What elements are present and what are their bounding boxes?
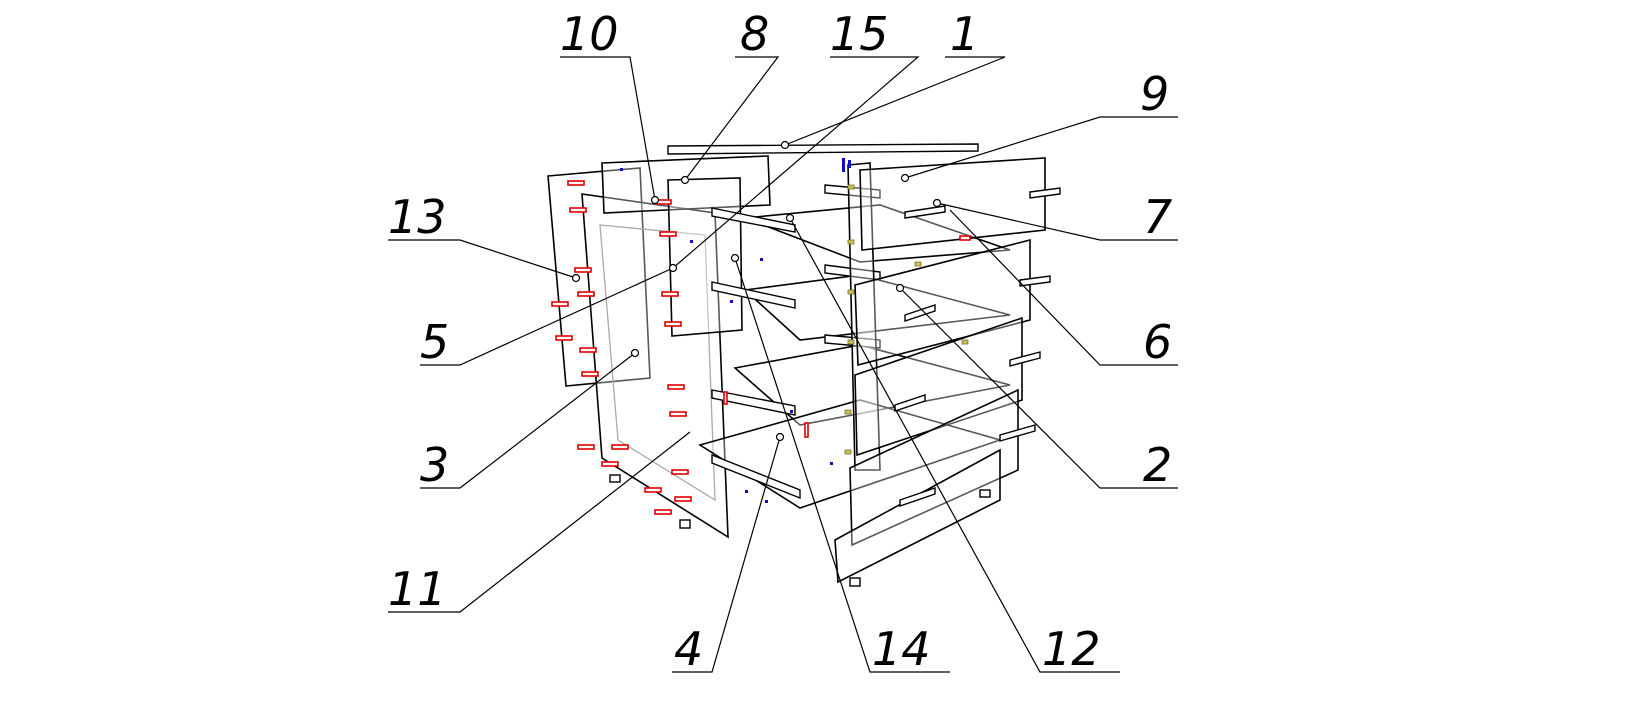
fasteners: [551, 158, 971, 515]
front-upright: [667, 177, 743, 337]
callout-3: 3: [420, 438, 449, 492]
callout-11: 11: [388, 562, 447, 616]
leader-lines: [388, 56, 1178, 673]
callout-15: 15: [830, 7, 889, 61]
callout-2: 2: [1143, 438, 1172, 492]
drawer-runners: [711, 184, 881, 500]
callout-8: 8: [740, 7, 769, 61]
callout-10: 10: [560, 7, 619, 61]
foot: [609, 474, 621, 483]
top-rail-back: [601, 155, 771, 214]
callout-4: 4: [674, 622, 703, 676]
callout-5: 5: [420, 315, 449, 369]
foot: [679, 519, 691, 529]
callout-9: 9: [1140, 67, 1169, 121]
drawer-front-1: [859, 157, 1046, 251]
plinth: [834, 448, 1001, 584]
drawer-bottom-1: [744, 204, 1011, 263]
callout-labels: 10 8 15 1 9 13 7 5 6 3 2 11 4 14 12: [388, 7, 1172, 676]
drawer-front-2: [854, 238, 1031, 367]
back-panel: [547, 167, 651, 387]
foot: [849, 577, 861, 587]
top-panel: [667, 143, 979, 155]
callout-14: 14: [872, 622, 931, 676]
drawer-bottom-2: [743, 274, 1011, 341]
left-side-panel: [581, 193, 729, 539]
drawer-front-3: [854, 316, 1023, 457]
drawer-front-4: [849, 388, 1019, 547]
callout-6: 6: [1143, 315, 1172, 369]
callout-1: 1: [950, 7, 979, 61]
foot: [979, 489, 991, 498]
furniture-parts: [547, 143, 1061, 587]
callout-7: 7: [1143, 190, 1172, 244]
callout-13: 13: [388, 190, 447, 244]
callout-12: 12: [1042, 622, 1101, 676]
handles: [894, 187, 1061, 507]
